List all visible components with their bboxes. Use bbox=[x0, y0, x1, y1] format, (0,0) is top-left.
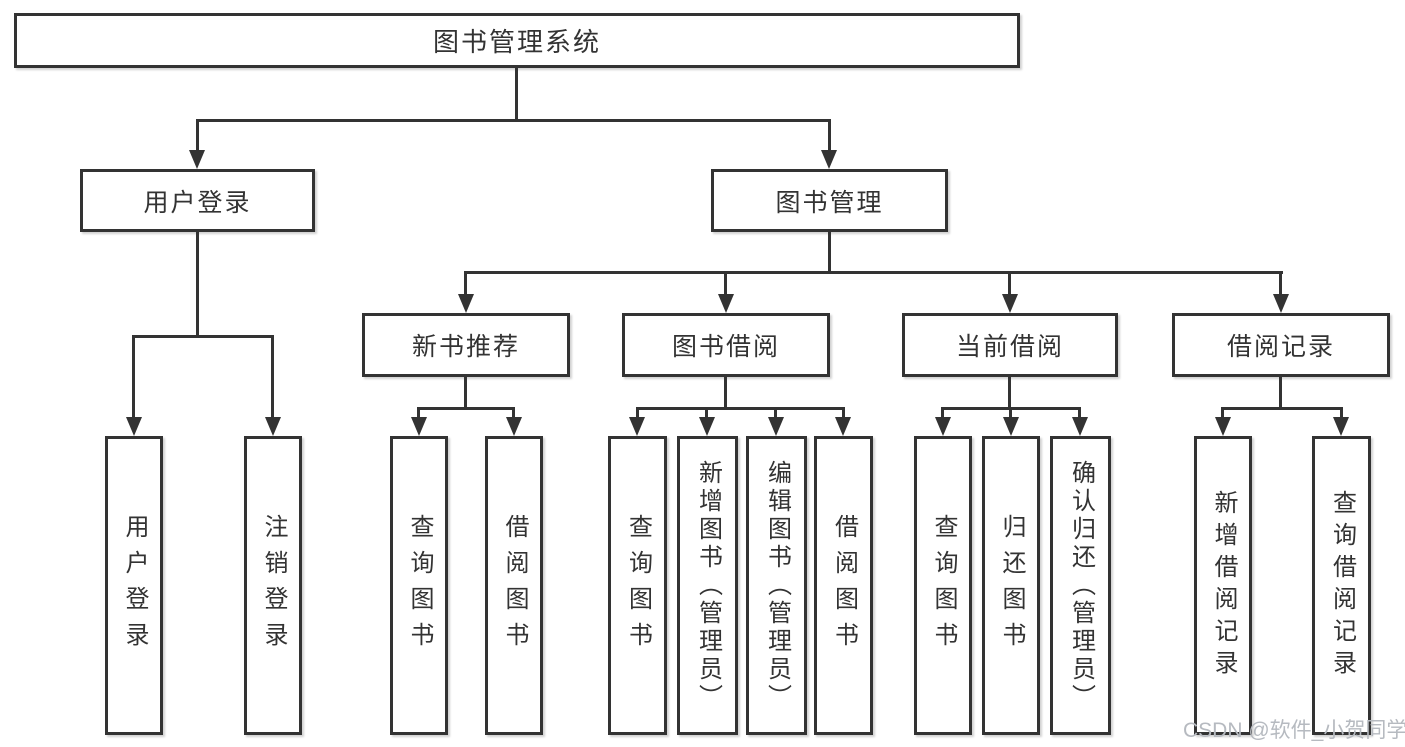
connector-line bbox=[515, 68, 518, 120]
arrowhead-down-icon bbox=[458, 294, 474, 313]
node-library-management-system: 图书管理系统 bbox=[14, 13, 1020, 68]
node-label: 当前借阅 bbox=[955, 333, 1064, 361]
node-label: 借阅记录 bbox=[1226, 333, 1335, 361]
arrowhead-down-icon bbox=[126, 417, 142, 436]
arrowhead-down-icon bbox=[1002, 294, 1018, 313]
connector-line bbox=[1279, 376, 1282, 408]
node-label: 图书借阅 bbox=[671, 333, 780, 361]
node-book-management: 图书管理 bbox=[711, 169, 948, 232]
arrowhead-down-icon bbox=[1072, 417, 1088, 436]
connector-line bbox=[636, 407, 844, 410]
node-book-borrow: 图书借阅 bbox=[622, 313, 830, 377]
connector-line bbox=[196, 119, 831, 122]
node-label: 注销登录 bbox=[260, 513, 287, 658]
node-label: 图书管理 bbox=[775, 188, 884, 217]
node-label: 新书推荐 bbox=[411, 333, 520, 361]
node-leaf-edit-book-admin: 编辑图书（管理员） bbox=[746, 436, 807, 735]
node-label: 新增图书（管理员） bbox=[694, 459, 722, 712]
node-label: 查询图书 bbox=[406, 513, 433, 658]
arrowhead-down-icon bbox=[768, 417, 784, 436]
node-label: 用户登录 bbox=[143, 188, 252, 217]
connector-line bbox=[196, 119, 199, 152]
arrowhead-down-icon bbox=[265, 417, 281, 436]
connector-line bbox=[636, 407, 639, 418]
connector-line bbox=[828, 232, 831, 272]
connector-line bbox=[196, 232, 199, 336]
connector-line bbox=[512, 407, 515, 418]
connector-line bbox=[417, 407, 420, 418]
arrowhead-down-icon bbox=[411, 417, 427, 436]
node-label: 查询图书 bbox=[624, 513, 652, 658]
arrowhead-down-icon bbox=[1273, 294, 1289, 313]
node-label: 新增借阅记录 bbox=[1210, 489, 1237, 682]
connector-line bbox=[1279, 271, 1282, 296]
node-label: 用户登录 bbox=[121, 513, 148, 658]
connector-line bbox=[464, 376, 467, 408]
arrowhead-down-icon bbox=[935, 417, 951, 436]
arrowhead-down-icon bbox=[1333, 417, 1349, 436]
node-label: 归还图书 bbox=[998, 513, 1025, 658]
node-leaf-confirm-return-admin: 确认归还（管理员） bbox=[1050, 436, 1111, 735]
connector-line bbox=[842, 407, 845, 418]
node-current-borrow: 当前借阅 bbox=[902, 313, 1118, 377]
node-label: 图书管理系统 bbox=[432, 27, 601, 57]
connector-line bbox=[132, 335, 135, 418]
arrowhead-down-icon bbox=[629, 417, 645, 436]
connector-line bbox=[417, 407, 515, 410]
connector-line bbox=[132, 335, 274, 338]
node-leaf-user-login: 用户登录 bbox=[105, 436, 163, 735]
node-label: 查询图书 bbox=[930, 513, 957, 658]
connector-line bbox=[1221, 407, 1224, 418]
csdn-watermark: CSDN @软件_小贺同学 bbox=[1183, 719, 1405, 742]
node-label: 借阅图书 bbox=[501, 513, 528, 658]
connector-line bbox=[1008, 271, 1011, 296]
connector-line bbox=[828, 119, 831, 152]
node-label: 借阅图书 bbox=[830, 513, 858, 658]
connector-line bbox=[271, 335, 274, 418]
arrowhead-down-icon bbox=[821, 150, 837, 169]
node-label: 编辑图书（管理员） bbox=[763, 459, 791, 712]
arrowhead-down-icon bbox=[1003, 417, 1019, 436]
node-leaf-query-current-book: 查询图书 bbox=[914, 436, 972, 735]
connector-line bbox=[1009, 407, 1012, 418]
node-borrow-record: 借阅记录 bbox=[1172, 313, 1390, 377]
node-leaf-query-book-recommend: 查询图书 bbox=[390, 436, 448, 735]
arrowhead-down-icon bbox=[1215, 417, 1231, 436]
connector-line bbox=[1078, 407, 1081, 418]
arrowhead-down-icon bbox=[189, 150, 205, 169]
node-label: 确认归还（管理员） bbox=[1067, 459, 1095, 712]
node-user-login: 用户登录 bbox=[80, 169, 315, 232]
connector-line bbox=[705, 407, 708, 418]
connector-line bbox=[774, 407, 777, 418]
connector-line bbox=[464, 271, 1283, 274]
node-leaf-return-book: 归还图书 bbox=[982, 436, 1040, 735]
connector-line bbox=[724, 376, 727, 408]
arrowhead-down-icon bbox=[835, 417, 851, 436]
connector-line bbox=[464, 271, 467, 296]
connector-line bbox=[1340, 407, 1343, 418]
connector-line bbox=[724, 271, 727, 296]
node-leaf-add-borrow-record: 新增借阅记录 bbox=[1194, 436, 1252, 735]
node-leaf-borrow-book: 借阅图书 bbox=[814, 436, 873, 735]
connector-line bbox=[1221, 407, 1342, 410]
node-label: 查询借阅记录 bbox=[1328, 489, 1356, 682]
node-leaf-query-borrow-record: 查询借阅记录 bbox=[1312, 436, 1371, 735]
arrowhead-down-icon bbox=[699, 417, 715, 436]
node-leaf-borrow-book-recommend: 借阅图书 bbox=[485, 436, 543, 735]
connector-line bbox=[941, 407, 944, 418]
node-leaf-add-book-admin: 新增图书（管理员） bbox=[677, 436, 738, 735]
arrowhead-down-icon bbox=[718, 294, 734, 313]
arrowhead-down-icon bbox=[506, 417, 522, 436]
connector-line bbox=[1008, 376, 1011, 408]
node-leaf-query-book: 查询图书 bbox=[608, 436, 667, 735]
node-leaf-logout: 注销登录 bbox=[244, 436, 302, 735]
node-new-book-recommend: 新书推荐 bbox=[362, 313, 570, 377]
